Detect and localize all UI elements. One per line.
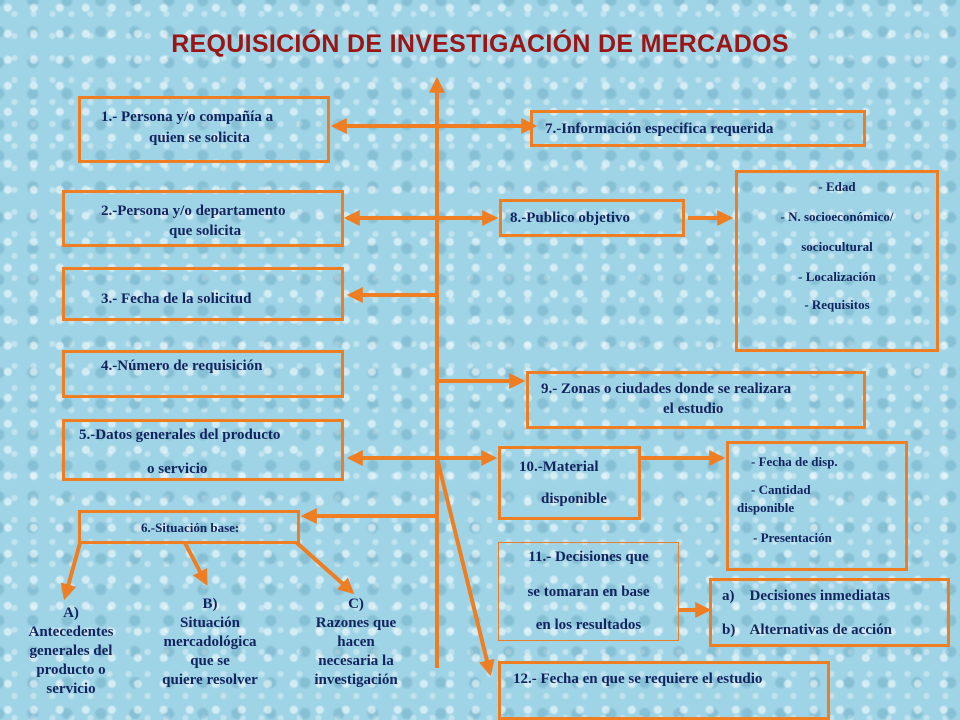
sub-item-antecedentes-line: producto o [36, 662, 106, 678]
sub-item-situacion-mercadologica: B) Situación mercadológica que se quiere… [142, 595, 278, 690]
sub-item-razones-line: Razones que [315, 615, 397, 631]
box-publico-objetivo: 8.-Publico objetivo [499, 199, 685, 237]
box-fecha-estudio: 12.- Fecha en que se requiere el estudio [498, 661, 830, 720]
box-persona-compania: 1.- Persona y/o compañía a quien se soli… [78, 96, 330, 163]
detail-requisitos: - Requisitos [804, 297, 870, 312]
box-decisiones: 11.- Decisiones que se tomaran en base e… [498, 542, 679, 641]
box-zonas-ciudades-line2: el estudio [663, 401, 724, 417]
detail-edad: - Edad [818, 179, 856, 194]
box-persona-compania-line2: quien se solicita [149, 130, 250, 146]
box-persona-departamento: 2.-Persona y/o departamento que solicita [62, 190, 344, 247]
box-fecha-solicitud: 3.- Fecha de la solicitud [62, 267, 344, 321]
sub-item-razones-label: C) [348, 596, 364, 612]
box-material-disponible-line2: disponible [541, 491, 607, 507]
sub-item-razones-line: investigación [314, 672, 398, 688]
detail-presentacion: - Presentación [753, 530, 832, 545]
sub-item-situacion-line: quiere resolver [162, 672, 258, 688]
box-material-details: - Fecha de disp. - Cantidad disponible -… [726, 441, 908, 571]
sub-item-antecedentes-label: A) [63, 605, 79, 621]
box-situacion-base-label: 6.-Situación base: [141, 520, 240, 535]
box-publico-objetivo-label: 8.-Publico objetivo [510, 210, 630, 226]
box-decisiones-line3: en los resultados [535, 617, 642, 633]
box-persona-departamento-line1: 2.-Persona y/o departamento [101, 203, 286, 219]
box-fecha-solicitud-label: 3.- Fecha de la solicitud [101, 291, 252, 307]
box-datos-generales-line1: 5.-Datos generales del producto [79, 427, 281, 443]
sub-item-antecedentes: A) Antecedentes generales del producto o… [2, 604, 140, 699]
box-informacion-especifica-label: 7.-Información especifica requerida [545, 121, 774, 137]
sub-item-antecedentes-line: Antecedentes [28, 624, 114, 640]
box-situacion-base: 6.-Situación base: [78, 510, 300, 544]
box-zonas-ciudades: 9.- Zonas o ciudades donde se realizara … [526, 371, 866, 429]
box-publico-details: - Edad - N. socioeconómico/ sociocultura… [735, 170, 939, 352]
detail-localizacion: - Localización [798, 269, 876, 284]
box-material-disponible-line1: 10.-Material [519, 459, 599, 475]
box-decisiones-line2: se tomaran en base [527, 584, 650, 600]
box-numero-requisicion-label: 4.-Número de requisición [101, 358, 263, 374]
sub-item-situacion-line: que se [190, 653, 230, 669]
box-persona-departamento-line2: que solicita [169, 223, 242, 239]
box-persona-compania-line1: 1.- Persona y/o compañía a [101, 109, 274, 125]
detail-decisiones-inmediatas: a) Decisiones inmediatas [722, 588, 890, 604]
detail-fecha-disp: - Fecha de disp. [751, 454, 838, 469]
box-datos-generales: 5.-Datos generales del producto o servic… [62, 419, 344, 481]
box-fecha-estudio-label: 12.- Fecha en que se requiere el estudio [513, 671, 763, 687]
box-zonas-ciudades-line1: 9.- Zonas o ciudades donde se realizara [541, 381, 792, 397]
sub-item-situacion-line: Situación [179, 615, 240, 631]
detail-cantidad: - Cantidad [751, 482, 811, 497]
box-decisiones-details: a) Decisiones inmediatas b) Alternativas… [709, 578, 950, 647]
box-decisiones-line1: 11.- Decisiones que [528, 549, 649, 565]
sub-item-antecedentes-line: generales del [29, 643, 113, 659]
detail-sociocultural: sociocultural [801, 239, 873, 254]
sub-item-situacion-line: mercadológica [163, 634, 257, 650]
box-material-disponible: 10.-Material disponible [498, 446, 641, 520]
sub-item-razones: C) Razones que hacen necesaria la invest… [288, 595, 424, 690]
box-informacion-especifica: 7.-Información especifica requerida [530, 110, 866, 147]
sub-item-razones-line: necesaria la [318, 653, 394, 669]
sub-item-razones-line: hacen [337, 634, 375, 650]
sub-item-antecedentes-line: servicio [46, 681, 96, 697]
box-datos-generales-line2: o servicio [147, 461, 208, 477]
detail-disponible: disponible [737, 500, 795, 515]
sub-item-situacion-label: B) [202, 596, 218, 612]
detail-nivel-socioeconomico: - N. socioeconómico/ [780, 209, 894, 224]
box-numero-requisicion: 4.-Número de requisición [62, 350, 344, 398]
detail-alternativas-accion: b) Alternativas de acción [722, 622, 892, 638]
diagram-title: REQUISICIÓN DE INVESTIGACIÓN DE MERCADOS [171, 30, 789, 58]
